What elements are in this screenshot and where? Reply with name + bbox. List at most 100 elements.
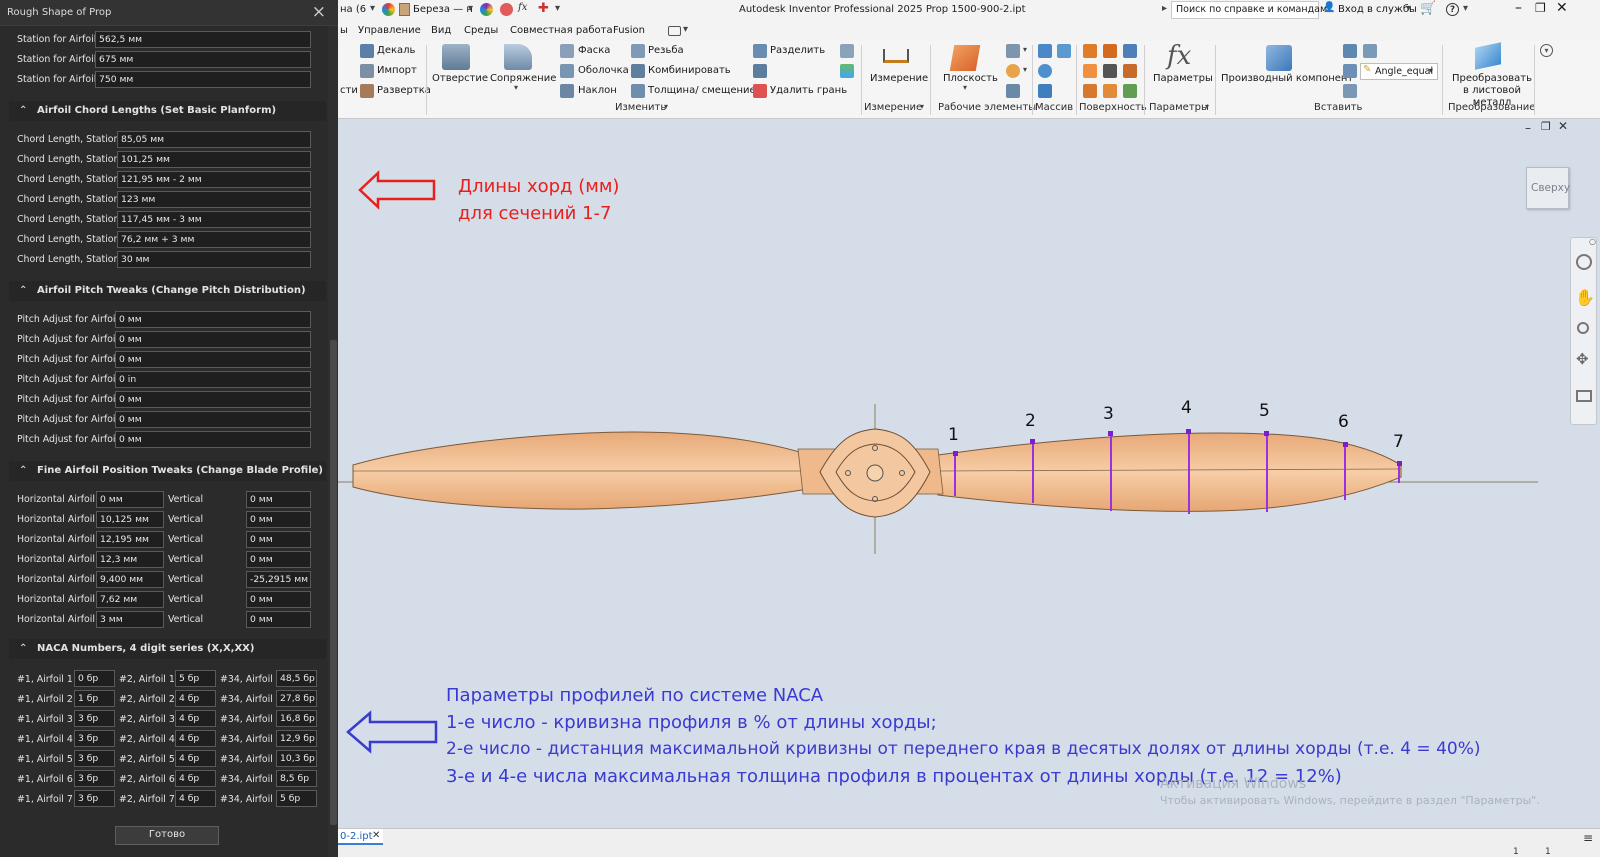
vertical-field[interactable]: 0 мм bbox=[246, 511, 311, 528]
model-view[interactable] bbox=[338, 119, 1600, 829]
pan-icon[interactable]: ✋ bbox=[1575, 288, 1595, 307]
combine-button[interactable]: Комбинировать bbox=[648, 65, 731, 76]
menu-tab-fragment[interactable]: ы bbox=[340, 25, 348, 36]
import-button[interactable]: Импорт bbox=[377, 65, 417, 76]
chevron-right-icon[interactable]: ▸ bbox=[1162, 3, 1168, 14]
sculpt-icon[interactable] bbox=[1083, 64, 1097, 78]
decal-button[interactable]: Декаль bbox=[377, 45, 416, 56]
material-select[interactable]: Береза — н bbox=[413, 4, 473, 15]
station-field[interactable]: 562,5 мм bbox=[95, 31, 311, 48]
chord-field[interactable]: 85,05 мм bbox=[117, 131, 311, 148]
menu-tab-manage[interactable]: Управление bbox=[358, 25, 421, 36]
draft-button[interactable]: Наклон bbox=[578, 85, 617, 96]
chord-field[interactable]: 76,2 мм + 3 мм bbox=[117, 231, 311, 248]
pitch-field[interactable]: 0 мм bbox=[115, 411, 311, 428]
chord-field[interactable]: 101,25 мм bbox=[117, 151, 311, 168]
station-field[interactable]: 675 мм bbox=[95, 51, 311, 68]
vertical-field[interactable]: 0 мм bbox=[246, 491, 311, 508]
horizontal-field[interactable]: 12,195 мм bbox=[96, 531, 164, 548]
naca-field[interactable]: 0 бр bbox=[74, 670, 115, 687]
cart-icon[interactable]: 🛒 bbox=[1420, 1, 1437, 16]
signin-button[interactable]: Вход в службы bbox=[1338, 4, 1417, 15]
horizontal-field[interactable]: 3 мм bbox=[96, 611, 164, 628]
view-cube-face-top[interactable]: Сверху bbox=[1531, 182, 1571, 194]
derived-component-button[interactable]: Производный компонент bbox=[1221, 73, 1354, 84]
ifeature-icon[interactable] bbox=[1343, 64, 1357, 78]
naca-field[interactable]: 5 бр bbox=[276, 790, 317, 807]
convert-to-sheet-metal-button[interactable]: Преобразовать в листовой металл bbox=[1452, 73, 1532, 108]
appearance-icon[interactable] bbox=[382, 3, 395, 16]
menu-tab-fusion[interactable]: Fusion bbox=[613, 25, 645, 36]
restore-icon[interactable]: ❐ bbox=[1535, 1, 1546, 15]
chevron-down-icon[interactable]: ▾ bbox=[1205, 102, 1210, 111]
clear-appearance-icon[interactable] bbox=[500, 3, 513, 16]
unfold-button[interactable]: Развертка bbox=[377, 85, 431, 96]
pitch-field[interactable]: 0 in bbox=[115, 371, 311, 388]
graphics-viewport[interactable]: – ❐ ✕ bbox=[338, 119, 1600, 829]
rectangular-pattern-icon[interactable] bbox=[1038, 44, 1052, 58]
chevron-down-icon[interactable]: ▾ bbox=[514, 83, 519, 92]
pitch-field[interactable]: 0 мм bbox=[115, 431, 311, 448]
naca-field[interactable]: 4 бр bbox=[175, 770, 216, 787]
chord-field[interactable]: 121,95 мм - 2 мм bbox=[117, 171, 311, 188]
chord-field[interactable]: 30 мм bbox=[117, 251, 311, 268]
vertical-field[interactable]: -25,2915 мм bbox=[246, 571, 311, 588]
naca-field[interactable]: 3 бр bbox=[74, 790, 115, 807]
chevron-down-icon[interactable]: ▾ bbox=[683, 24, 689, 35]
naca-field[interactable]: 10,3 бр bbox=[276, 750, 317, 767]
naca-field[interactable]: 4 бр bbox=[175, 790, 216, 807]
done-button[interactable]: Готово bbox=[115, 826, 219, 845]
trim-icon[interactable] bbox=[1103, 64, 1117, 78]
place-content-icon[interactable] bbox=[1343, 84, 1357, 98]
work-point-icon[interactable] bbox=[1006, 64, 1020, 78]
attach-icon[interactable] bbox=[1363, 44, 1377, 58]
horizontal-field[interactable]: 9,400 мм bbox=[96, 571, 164, 588]
axis-icon[interactable] bbox=[1006, 44, 1020, 58]
mirror-icon[interactable] bbox=[1057, 44, 1071, 58]
chevron-down-icon[interactable]: ▾ bbox=[370, 3, 376, 14]
naca-field[interactable]: 4 бр bbox=[175, 690, 216, 707]
close-icon[interactable]: ○ bbox=[1589, 237, 1596, 246]
naca-field[interactable]: 3 бр bbox=[74, 710, 115, 727]
split-button[interactable]: Разделить bbox=[770, 45, 826, 56]
naca-field[interactable]: 3 бр bbox=[74, 770, 115, 787]
left-blade[interactable] bbox=[352, 431, 809, 510]
horizontal-field[interactable]: 10,125 мм bbox=[96, 511, 164, 528]
naca-field[interactable]: 1 бр bbox=[74, 690, 115, 707]
pitch-field[interactable]: 0 мм bbox=[115, 351, 311, 368]
add-icon[interactable]: ✚ bbox=[538, 1, 549, 16]
horizontal-field[interactable]: 7,62 мм bbox=[96, 591, 164, 608]
station-field[interactable]: 750 мм bbox=[95, 71, 311, 88]
menu-tab-view[interactable]: Вид bbox=[431, 25, 452, 36]
document-tab[interactable]: 0-2.ipt ✕ bbox=[338, 829, 383, 845]
naca-field[interactable]: 4 бр bbox=[175, 750, 216, 767]
copy-object-icon[interactable] bbox=[840, 64, 854, 78]
plane-button[interactable]: Плоскость bbox=[943, 73, 998, 84]
chevron-down-icon[interactable]: ▾ bbox=[920, 102, 925, 111]
customize-dropdown-icon[interactable]: ▾ bbox=[555, 3, 561, 14]
center-bore[interactable] bbox=[866, 464, 884, 482]
naca-field[interactable]: 48,5 бр bbox=[276, 670, 317, 687]
vertical-field[interactable]: 0 мм bbox=[246, 531, 311, 548]
chord-field[interactable]: 117,45 мм - 3 мм bbox=[117, 211, 311, 228]
close-window-icon[interactable]: ✕ bbox=[1556, 0, 1568, 16]
naca-field[interactable]: 3 бр bbox=[74, 750, 115, 767]
menu-tab-environments[interactable]: Среды bbox=[464, 25, 499, 36]
vertical-field[interactable]: 0 мм bbox=[246, 591, 311, 608]
tab-menu-icon[interactable]: ≡ bbox=[1583, 831, 1594, 845]
naca-field[interactable]: 12,9 бр bbox=[276, 730, 317, 747]
ribbon-fragment[interactable]: сти bbox=[340, 85, 358, 96]
pitch-field[interactable]: 0 мм bbox=[115, 311, 311, 328]
extend-icon[interactable] bbox=[840, 44, 854, 58]
zoom-icon[interactable] bbox=[1577, 322, 1589, 334]
viewport-restore-icon[interactable]: ❐ bbox=[1541, 120, 1551, 133]
fit-mesh-icon[interactable] bbox=[1123, 84, 1137, 98]
position-section-header[interactable]: ⌃Fine Airfoil Position Tweaks (Change Bl… bbox=[9, 461, 326, 481]
pitch-field[interactable]: 0 мм bbox=[115, 331, 311, 348]
parameters-button[interactable]: Параметры bbox=[1153, 73, 1213, 84]
fillet-button[interactable]: Сопряжение bbox=[490, 73, 557, 84]
close-icon[interactable]: × bbox=[311, 2, 326, 22]
replace-face-icon[interactable] bbox=[1083, 84, 1097, 98]
pitch-section-header[interactable]: ⌃Airfoil Pitch Tweaks (Change Pitch Dist… bbox=[9, 281, 326, 301]
chevron-down-icon[interactable]: ▾ bbox=[1023, 65, 1028, 74]
